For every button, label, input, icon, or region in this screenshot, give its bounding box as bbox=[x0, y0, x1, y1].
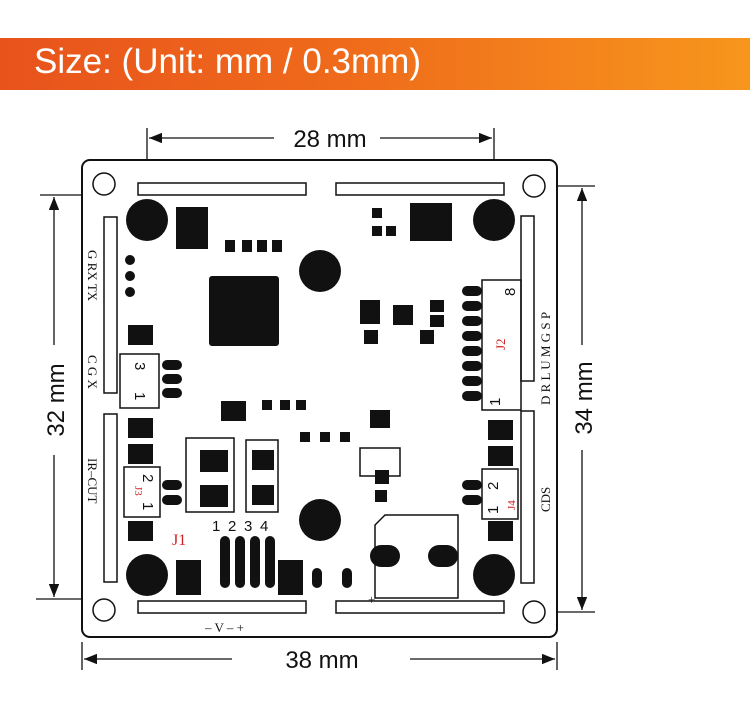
j1-pin-3: 3 bbox=[244, 518, 252, 535]
label-j4: J4 bbox=[506, 500, 518, 510]
mounting-holes bbox=[92, 172, 546, 624]
dimension-left: 32 mm bbox=[43, 363, 70, 436]
j3-pin-2: 2 bbox=[139, 474, 156, 482]
dimension-top: 28 mm bbox=[293, 126, 366, 153]
j1-pin-2: 2 bbox=[228, 518, 236, 535]
dimension-bottom: 38 mm bbox=[285, 647, 358, 674]
cgx-pin-1: 1 bbox=[131, 392, 148, 400]
header-banner: Size: (Unit: mm / 0.3mm) bbox=[0, 38, 750, 90]
label-j2: J2 bbox=[493, 338, 508, 350]
silkscreen-labels: G RX TX C G X IR–CUT D R L U M G S P CDS… bbox=[85, 250, 553, 635]
label-power: – V – + bbox=[204, 620, 244, 635]
j2-pin-8: 8 bbox=[502, 288, 519, 296]
label-j1: J1 bbox=[172, 532, 186, 549]
label-plus: + bbox=[368, 592, 375, 607]
cgx-pin-3: 3 bbox=[131, 362, 148, 370]
pin-pads bbox=[125, 255, 482, 588]
j2-pin-1: 1 bbox=[487, 398, 504, 406]
smd-components bbox=[128, 203, 513, 595]
header-title: Size: (Unit: mm / 0.3mm) bbox=[34, 42, 421, 81]
j1-pin-4: 4 bbox=[260, 518, 268, 535]
label-video: D R L U M G S P bbox=[538, 312, 553, 405]
label-cds: CDS bbox=[538, 487, 553, 512]
j4-pin-2: 2 bbox=[485, 482, 502, 490]
large-pads bbox=[126, 199, 515, 596]
j4-pin-1: 1 bbox=[485, 506, 502, 514]
j3-pin-1: 1 bbox=[139, 502, 156, 510]
dimension-lines bbox=[36, 128, 595, 670]
j1-pin-1: 1 bbox=[212, 518, 220, 535]
pcb-board bbox=[81, 159, 558, 638]
label-cgx: C G X bbox=[85, 355, 100, 390]
label-ircut: IR–CUT bbox=[85, 458, 100, 504]
label-j3: J3 bbox=[132, 486, 144, 496]
label-uart: G RX TX bbox=[85, 250, 100, 302]
dimension-right: 34 mm bbox=[571, 361, 598, 434]
